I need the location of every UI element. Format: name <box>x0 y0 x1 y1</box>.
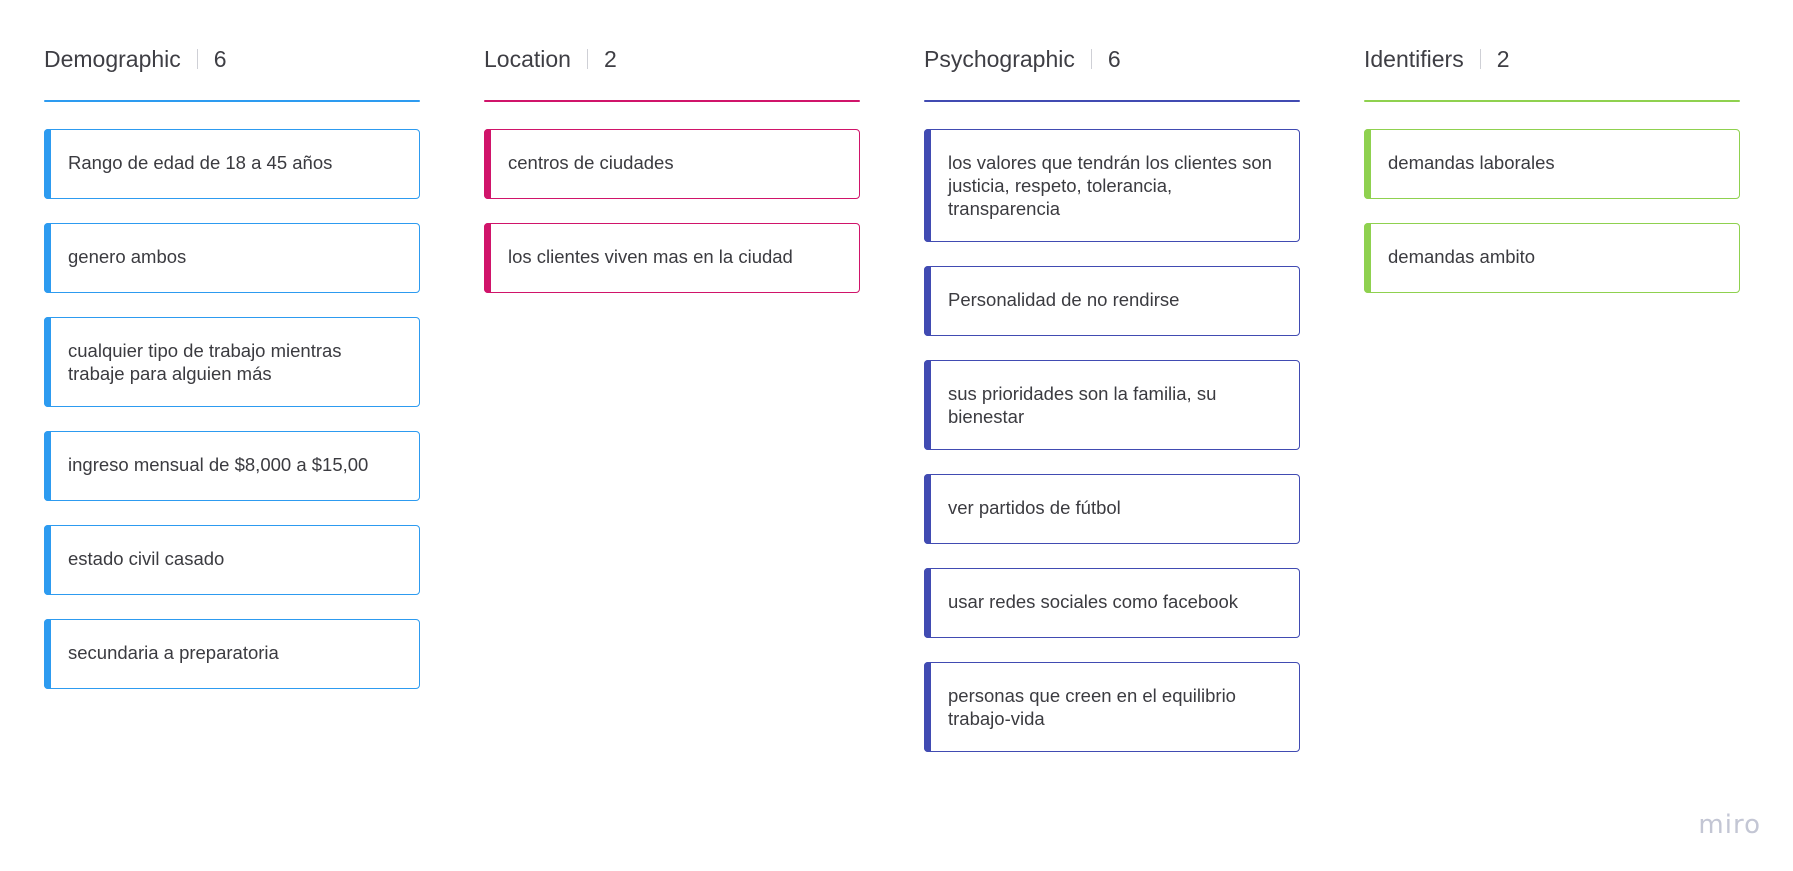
miro-logo: miro <box>1698 810 1761 840</box>
column-rule <box>924 100 1300 102</box>
card[interactable]: secundaria a preparatoria <box>44 619 420 689</box>
column-psychographic: Psychographic 6 los valores que tendrán … <box>924 40 1300 752</box>
column-demographic: Demographic 6 Rango de edad de 18 a 45 a… <box>44 40 420 752</box>
column-rule <box>44 100 420 102</box>
column-count: 2 <box>603 45 617 72</box>
card[interactable]: sus prioridades son la familia, su biene… <box>924 360 1300 450</box>
column-header: Demographic 6 <box>44 40 420 78</box>
card[interactable]: demandas laborales <box>1364 129 1740 199</box>
card[interactable]: ver partidos de fútbol <box>924 474 1300 544</box>
card[interactable]: los valores que tendrán los clientes son… <box>924 129 1300 242</box>
header-divider <box>586 49 588 69</box>
header-divider <box>1090 49 1092 69</box>
card[interactable]: los clientes viven mas en la ciudad <box>484 223 860 293</box>
card[interactable]: estado civil casado <box>44 525 420 595</box>
header-divider <box>1479 49 1481 69</box>
persona-board: Demographic 6 Rango de edad de 18 a 45 a… <box>44 40 1740 752</box>
column-title: Location <box>484 45 571 72</box>
card[interactable]: Rango de edad de 18 a 45 años <box>44 129 420 199</box>
column-location: Location 2 centros de ciudades los clien… <box>484 40 860 752</box>
column-title: Psychographic <box>924 45 1075 72</box>
column-rule <box>484 100 860 102</box>
column-identifiers: Identifiers 2 demandas laborales demanda… <box>1364 40 1740 752</box>
column-rule <box>1364 100 1740 102</box>
column-header: Identifiers 2 <box>1364 40 1740 78</box>
column-count: 2 <box>1496 45 1510 72</box>
card[interactable]: demandas ambito <box>1364 223 1740 293</box>
card[interactable]: usar redes sociales como facebook <box>924 568 1300 638</box>
card-list: Rango de edad de 18 a 45 años genero amb… <box>44 129 420 689</box>
card-list: demandas laborales demandas ambito <box>1364 129 1740 293</box>
header-divider <box>196 49 198 69</box>
card[interactable]: cualquier tipo de trabajo mientras traba… <box>44 317 420 407</box>
column-count: 6 <box>1107 45 1121 72</box>
column-header: Psychographic 6 <box>924 40 1300 78</box>
card[interactable]: ingreso mensual de $8,000 a $15,00 <box>44 431 420 501</box>
card[interactable]: personas que creen en el equilibrio trab… <box>924 662 1300 752</box>
card[interactable]: centros de ciudades <box>484 129 860 199</box>
card-list: los valores que tendrán los clientes son… <box>924 129 1300 752</box>
card[interactable]: genero ambos <box>44 223 420 293</box>
column-title: Identifiers <box>1364 45 1464 72</box>
column-count: 6 <box>213 45 227 72</box>
column-title: Demographic <box>44 45 181 72</box>
card[interactable]: Personalidad de no rendirse <box>924 266 1300 336</box>
card-list: centros de ciudades los clientes viven m… <box>484 129 860 293</box>
column-header: Location 2 <box>484 40 860 78</box>
